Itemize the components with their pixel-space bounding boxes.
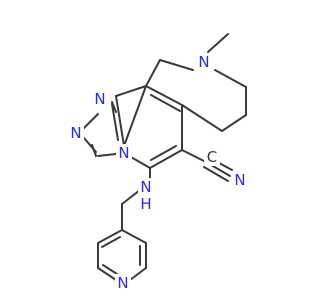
bond-py-6 xyxy=(121,229,147,244)
atom-n-triazole-left-label: N xyxy=(70,124,81,142)
molecule-canvas: N N N N N H N C N xyxy=(68,33,248,292)
bond-tri-1 xyxy=(115,95,125,147)
molecule-structure: N N N N N H N C N xyxy=(68,33,248,292)
atom-n-methyl-label: N xyxy=(198,53,209,71)
atom-n-triazole-top: N xyxy=(92,90,108,108)
bond-py-3 xyxy=(97,267,117,281)
bond-py-1 xyxy=(97,229,123,244)
bond-tri-7 xyxy=(97,153,117,157)
bond-tri-6 xyxy=(91,144,97,157)
atom-n-methyl: N xyxy=(196,53,212,71)
atom-n-pyridine: N xyxy=(115,274,131,292)
bond-ring-4 xyxy=(149,149,183,169)
bond-methyl xyxy=(207,33,229,53)
bond-ring-6b xyxy=(115,85,147,97)
atom-c-nitrile-label: C xyxy=(207,148,217,166)
atom-nh: N H xyxy=(138,178,154,213)
bond-n-ch2-right xyxy=(214,69,247,88)
bond-n-ch2-left xyxy=(159,59,194,71)
bond-nh-ch2 xyxy=(121,189,141,205)
atom-labels: N N N N N H N C N xyxy=(68,53,248,292)
atom-n-pyridine-label: N xyxy=(117,274,128,292)
atom-nh-h-label: H xyxy=(140,195,151,213)
atom-c-nitrile: C xyxy=(204,148,220,166)
bond-tri-4 xyxy=(83,113,99,129)
atom-n-nitrile-label: N xyxy=(234,171,245,189)
bonds xyxy=(83,33,247,281)
bond-py-1b xyxy=(101,236,121,248)
bond-nitrile-4 xyxy=(203,166,229,182)
atom-nh-n-label: N xyxy=(140,178,151,196)
bond-py-3b xyxy=(102,264,118,275)
bond-ch2-c xyxy=(221,114,247,132)
bond-tri-3 xyxy=(111,101,117,113)
bond-ring-1 xyxy=(145,85,183,106)
bond-py-4 xyxy=(129,267,147,281)
bond-ring-6 xyxy=(123,85,147,147)
bond-ring-2 xyxy=(181,104,223,132)
bond-tri-2 xyxy=(111,103,119,141)
bond-nitrile-1 xyxy=(181,149,207,163)
bond-ring-4b xyxy=(150,145,177,161)
atom-n-bridge-label: N xyxy=(118,144,129,162)
atom-n-bridge: N xyxy=(116,144,132,162)
atom-n-nitrile: N xyxy=(232,171,248,189)
atom-n-triazole-top-label: N xyxy=(94,90,105,108)
atom-n-triazole-left: N xyxy=(68,124,84,142)
bond-ring-1b xyxy=(150,94,181,112)
bond-ch2-c-left xyxy=(145,59,161,87)
